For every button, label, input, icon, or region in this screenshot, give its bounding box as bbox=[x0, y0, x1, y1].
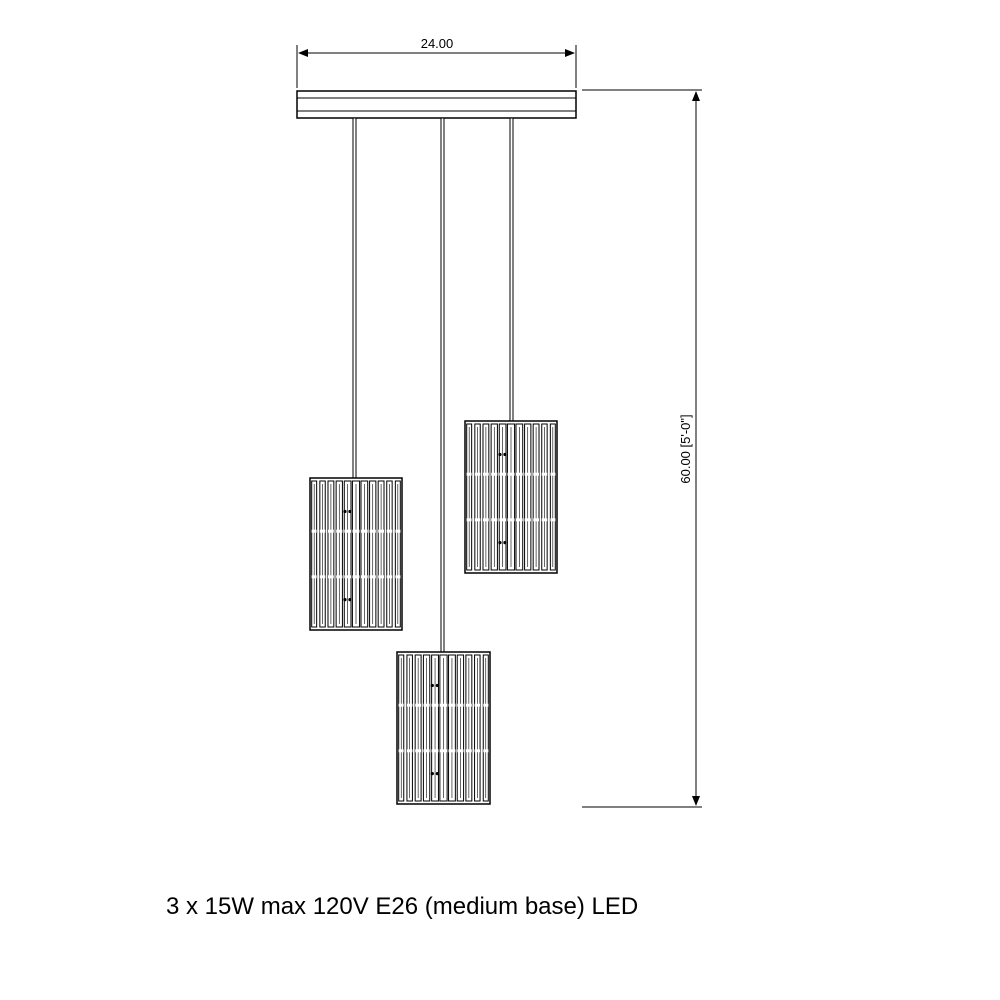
cord-left bbox=[352, 117, 357, 479]
cord-right bbox=[509, 117, 514, 422]
width-dimension: 24.00 bbox=[296, 36, 577, 88]
height-dimension: 60.00 [5'-0"] bbox=[582, 89, 702, 808]
spec-text: 3 x 15W max 120V E26 (medium base) LED bbox=[166, 893, 639, 920]
cord-center bbox=[440, 117, 445, 653]
pendant-shade-right bbox=[464, 420, 558, 574]
pendant-shade-left bbox=[309, 477, 403, 631]
height-label: 60.00 [5'-0"] bbox=[678, 414, 693, 483]
canopy bbox=[296, 90, 577, 119]
width-label: 24.00 bbox=[421, 36, 454, 51]
pendant-shade-center bbox=[396, 651, 491, 805]
